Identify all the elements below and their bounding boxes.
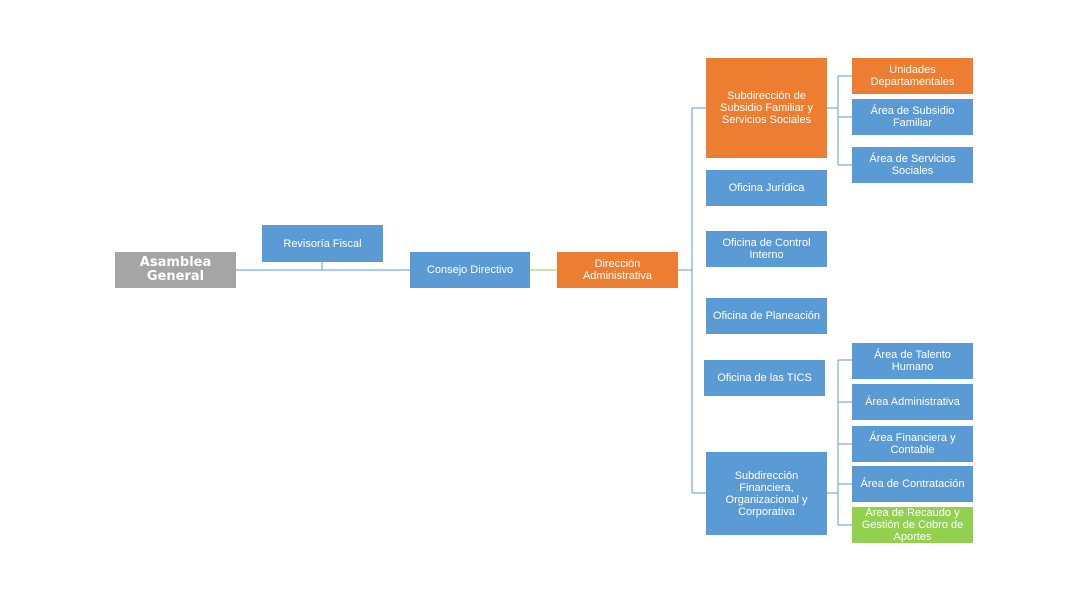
node-revisoria-fiscal: Revisoría Fiscal [262, 225, 383, 262]
node-unidades-departamentales: Unidades Departamentales [852, 58, 973, 94]
node-label: Oficina de Planeación [712, 310, 820, 322]
node-label: Área de Subsidio Familiar [870, 105, 955, 129]
node-area-contratacion: Área de Contratación [852, 466, 973, 502]
node-label: Oficina de Control Interno [722, 237, 811, 261]
node-label: Área de Recaudo y Gestión de Cobro de Ap… [861, 507, 964, 543]
node-label: Unidades Departamentales [870, 64, 955, 88]
node-oficina-planeacion: Oficina de Planeación [706, 298, 827, 334]
node-label: Dirección Administrativa [582, 258, 653, 282]
node-direccion-administrativa: Dirección Administrativa [557, 252, 678, 288]
node-label: Área de Talento Humano [874, 349, 951, 373]
node-consejo-directivo: Consejo Directivo [410, 252, 530, 288]
node-label: Subdirección Financiera, Organizacional … [725, 469, 808, 518]
node-label: Área de Servicios Sociales [869, 153, 956, 177]
node-area-financiera-contable: Área Financiera y Contable [852, 426, 973, 462]
node-area-subsidio-familiar: Área de Subsidio Familiar [852, 99, 973, 135]
node-area-recaudo: Área de Recaudo y Gestión de Cobro de Ap… [852, 507, 973, 543]
node-label: Oficina de las TICS [717, 372, 812, 384]
node-label: Área de Contratación [860, 478, 965, 490]
node-label: Área Administrativa [865, 396, 960, 408]
node-area-talento-humano: Área de Talento Humano [852, 343, 973, 379]
node-label: Revisoría Fiscal [283, 237, 362, 250]
node-subdireccion-financiera: Subdirección Financiera, Organizacional … [706, 452, 827, 535]
node-asamblea-general: Asamblea General [115, 252, 236, 288]
node-subdireccion-subsidio: Subdirección de Subsidio Familiar y Serv… [706, 58, 827, 158]
node-oficina-control-interno: Oficina de Control Interno [706, 231, 827, 267]
node-label: Área Financiera y Contable [869, 432, 956, 456]
node-area-administrativa: Área Administrativa [852, 384, 973, 420]
node-label: Subdirección de Subsidio Familiar y Serv… [720, 90, 813, 126]
node-oficina-juridica: Oficina Jurídica [706, 170, 827, 206]
node-oficina-tics: Oficina de las TICS [704, 360, 825, 396]
node-area-servicios-sociales: Área de Servicios Sociales [852, 147, 973, 183]
node-label: Asamblea General [139, 255, 212, 284]
node-label: Oficina Jurídica [728, 182, 805, 194]
node-label: Consejo Directivo [426, 264, 514, 276]
